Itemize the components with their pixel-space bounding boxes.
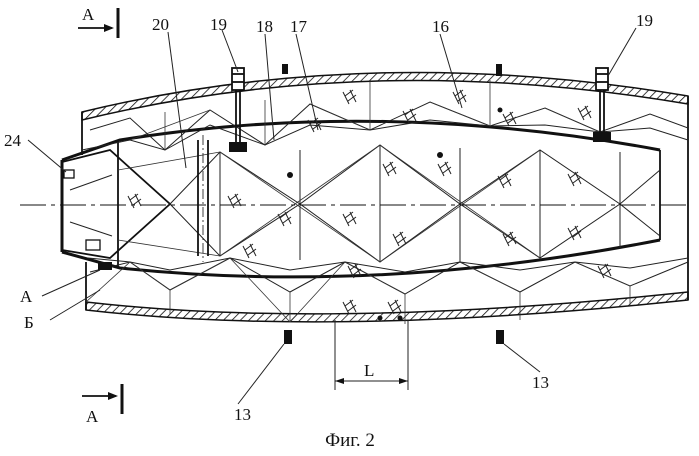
label-13-right: 13	[532, 373, 549, 392]
outer-shell-ends	[82, 96, 688, 310]
figure-caption: Фиг. 2	[325, 430, 375, 451]
section-label-bottom: А	[86, 407, 99, 426]
label-19-left: 19	[210, 15, 227, 34]
label-L: L	[364, 361, 374, 380]
label-24: 24	[4, 131, 22, 150]
section-label-top: А	[82, 5, 95, 24]
label-17: 17	[290, 17, 308, 36]
label-16: 16	[432, 17, 449, 36]
label-19-right: 19	[636, 11, 653, 30]
label-B: Б	[24, 313, 34, 332]
outer-shell-bottom	[86, 292, 688, 322]
label-13-left: 13	[234, 405, 251, 424]
inner-body	[62, 121, 660, 277]
support-feet	[284, 330, 504, 344]
label-20: 20	[152, 15, 169, 34]
label-A: А	[20, 287, 33, 306]
labels: А 20 19 18 17 16 19 24 А Б L 13 13 А Фиг…	[4, 5, 653, 451]
label-18: 18	[256, 17, 273, 36]
bolt-left	[229, 68, 247, 152]
diamond-lattice	[118, 145, 660, 262]
